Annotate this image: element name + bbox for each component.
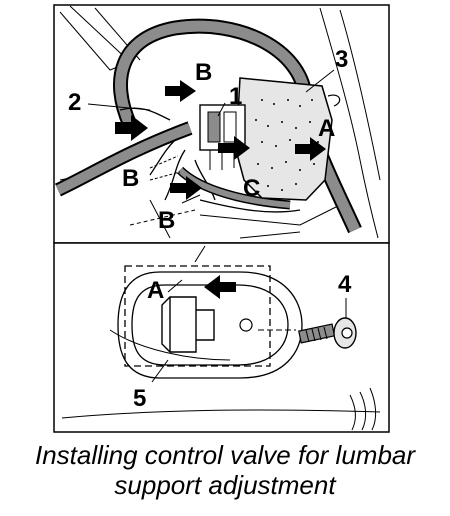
arrow-1 bbox=[218, 136, 250, 160]
valve-dashed-outline bbox=[124, 265, 271, 367]
caption-line-2: support adjustment bbox=[114, 470, 336, 500]
callout-a-top: A bbox=[318, 115, 335, 142]
callout-a-bottom: A bbox=[147, 277, 164, 304]
leader-lines-top bbox=[87, 69, 335, 226]
caption-line-1: Installing control valve for lumbar bbox=[34, 440, 416, 470]
screw-hole bbox=[239, 318, 253, 332]
arrow-2 bbox=[115, 115, 148, 141]
leader-lines-bottom bbox=[151, 279, 347, 383]
arrow-a-top bbox=[295, 137, 326, 161]
installation-diagram: 2 B 1 3 A B C B bbox=[53, 4, 390, 433]
callout-3: 3 bbox=[335, 46, 348, 73]
mounting-opening bbox=[117, 271, 303, 379]
arrow-c bbox=[170, 176, 202, 200]
cable-small-grey bbox=[176, 166, 291, 210]
retaining-bracket bbox=[161, 296, 215, 353]
figure-caption: Installing control valve for lumbar supp… bbox=[0, 440, 450, 500]
callout-c: C bbox=[243, 175, 260, 202]
bottom-panel-frame bbox=[53, 242, 390, 433]
callout-5: 5 bbox=[133, 385, 146, 412]
callout-b-left: B bbox=[122, 165, 139, 192]
cable-left bbox=[55, 121, 193, 197]
callout-1: 1 bbox=[229, 83, 242, 110]
callout-b-top: B bbox=[195, 59, 212, 86]
callout-4: 4 bbox=[338, 271, 352, 298]
control-valve-body bbox=[235, 77, 341, 201]
callout-b-bottom: B bbox=[158, 207, 175, 234]
arrow-a-bottom bbox=[204, 275, 236, 299]
screw bbox=[258, 317, 357, 349]
callout-2: 2 bbox=[68, 89, 81, 116]
seat-frame-outline-bottom bbox=[61, 245, 381, 431]
arrow-b-top bbox=[165, 80, 196, 102]
